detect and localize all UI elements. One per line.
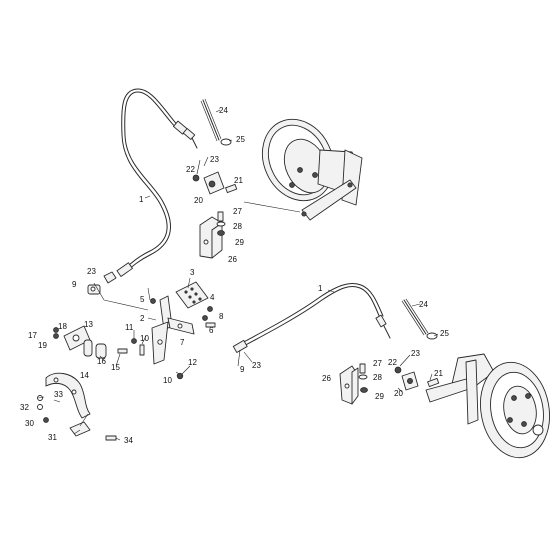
bolt-washer-stack-27-29-lower (358, 363, 368, 393)
callout-9-upper: 9 (72, 280, 77, 289)
callout-23-lower-right: 23 (411, 349, 420, 358)
callout-8: 8 (219, 312, 224, 321)
callout-9-lower: 9 (240, 365, 245, 374)
callout-27-lower: 27 (373, 359, 382, 368)
callout-14: 14 (80, 371, 89, 380)
spacer-14 (83, 339, 107, 359)
callout-22-lower: 22 (388, 358, 397, 367)
callout-26-lower: 26 (322, 374, 331, 383)
callout-23-upper-left: 23 (87, 267, 96, 276)
callout-33: 33 (54, 390, 63, 399)
bolt-21-lower (427, 377, 440, 387)
callout-20-upper: 20 (194, 196, 203, 205)
callout-6: 6 (209, 326, 214, 335)
pedal-arm-2 (151, 295, 173, 365)
callout-10-lower: 10 (163, 376, 172, 385)
callout-20-lower: 20 (394, 389, 403, 398)
callout-15: 15 (111, 363, 120, 372)
washer-25-lower (426, 332, 438, 340)
brake-pedal-3 (175, 281, 209, 309)
bracket-26-lower (339, 365, 359, 405)
brake-cable-lower (232, 283, 391, 353)
callout-25-upper: 25 (236, 135, 245, 144)
pivot-bracket-13 (63, 325, 91, 351)
callout-21-lower: 21 (434, 369, 443, 378)
callout-11: 11 (125, 323, 134, 332)
callout-18: 18 (58, 322, 67, 331)
washer-25-upper (220, 138, 232, 146)
brake-drum-upper (261, 118, 363, 221)
callout-23-upper-right: 23 (210, 155, 219, 164)
callout-30: 30 (25, 419, 34, 428)
callout-24-lower: 24 (419, 300, 428, 309)
callout-23-lower-left: 23 (252, 361, 261, 370)
callout-29-upper: 29 (235, 238, 244, 247)
callouts: 1 24 25 22 23 21 20 27 28 29 26 23 9 3 5… (20, 106, 449, 445)
nut-22-lower (394, 366, 402, 374)
adjuster-block-20-lower (401, 371, 419, 391)
adjuster-block-20-upper (203, 171, 225, 195)
nut-22-upper (192, 174, 200, 182)
callout-3: 3 (190, 268, 195, 277)
callout-4: 4 (210, 293, 215, 302)
spring-24-upper (200, 98, 222, 142)
brake-drum-lower (425, 353, 550, 459)
callout-25-lower: 25 (440, 329, 449, 338)
callout-32: 32 (20, 403, 29, 412)
brake-cable-upper (87, 88, 198, 295)
spring-24-lower (401, 298, 429, 336)
lever-7 (167, 317, 195, 335)
hardware-small (37, 298, 216, 441)
callout-12: 12 (188, 358, 197, 367)
callout-29-lower: 29 (375, 392, 384, 401)
callout-16: 16 (97, 357, 106, 366)
bolt-washer-stack-27-29-upper (216, 211, 226, 236)
callout-22-upper: 22 (186, 165, 195, 174)
bolt-21-upper (225, 183, 238, 193)
clip-31 (69, 421, 91, 437)
callout-24-upper: 24 (219, 106, 228, 115)
callout-7: 7 (180, 338, 185, 347)
callout-1-lower: 1 (318, 284, 323, 293)
callout-28-upper: 28 (233, 222, 242, 231)
bracket-33 (45, 372, 91, 419)
callout-13: 13 (84, 320, 93, 329)
callout-10-upper: 10 (140, 334, 149, 343)
callout-27-upper: 27 (233, 207, 242, 216)
callout-19: 19 (38, 341, 47, 350)
callout-31: 31 (48, 433, 57, 442)
callout-5: 5 (140, 295, 145, 304)
callout-2: 2 (140, 314, 145, 323)
callout-21-upper: 21 (234, 176, 243, 185)
leader-lines (37, 109, 439, 441)
callout-1-upper: 1 (139, 195, 144, 204)
callout-17: 17 (28, 331, 37, 340)
callout-34: 34 (124, 436, 133, 445)
callout-28-lower: 28 (373, 373, 382, 382)
callout-26-upper: 26 (228, 255, 237, 264)
